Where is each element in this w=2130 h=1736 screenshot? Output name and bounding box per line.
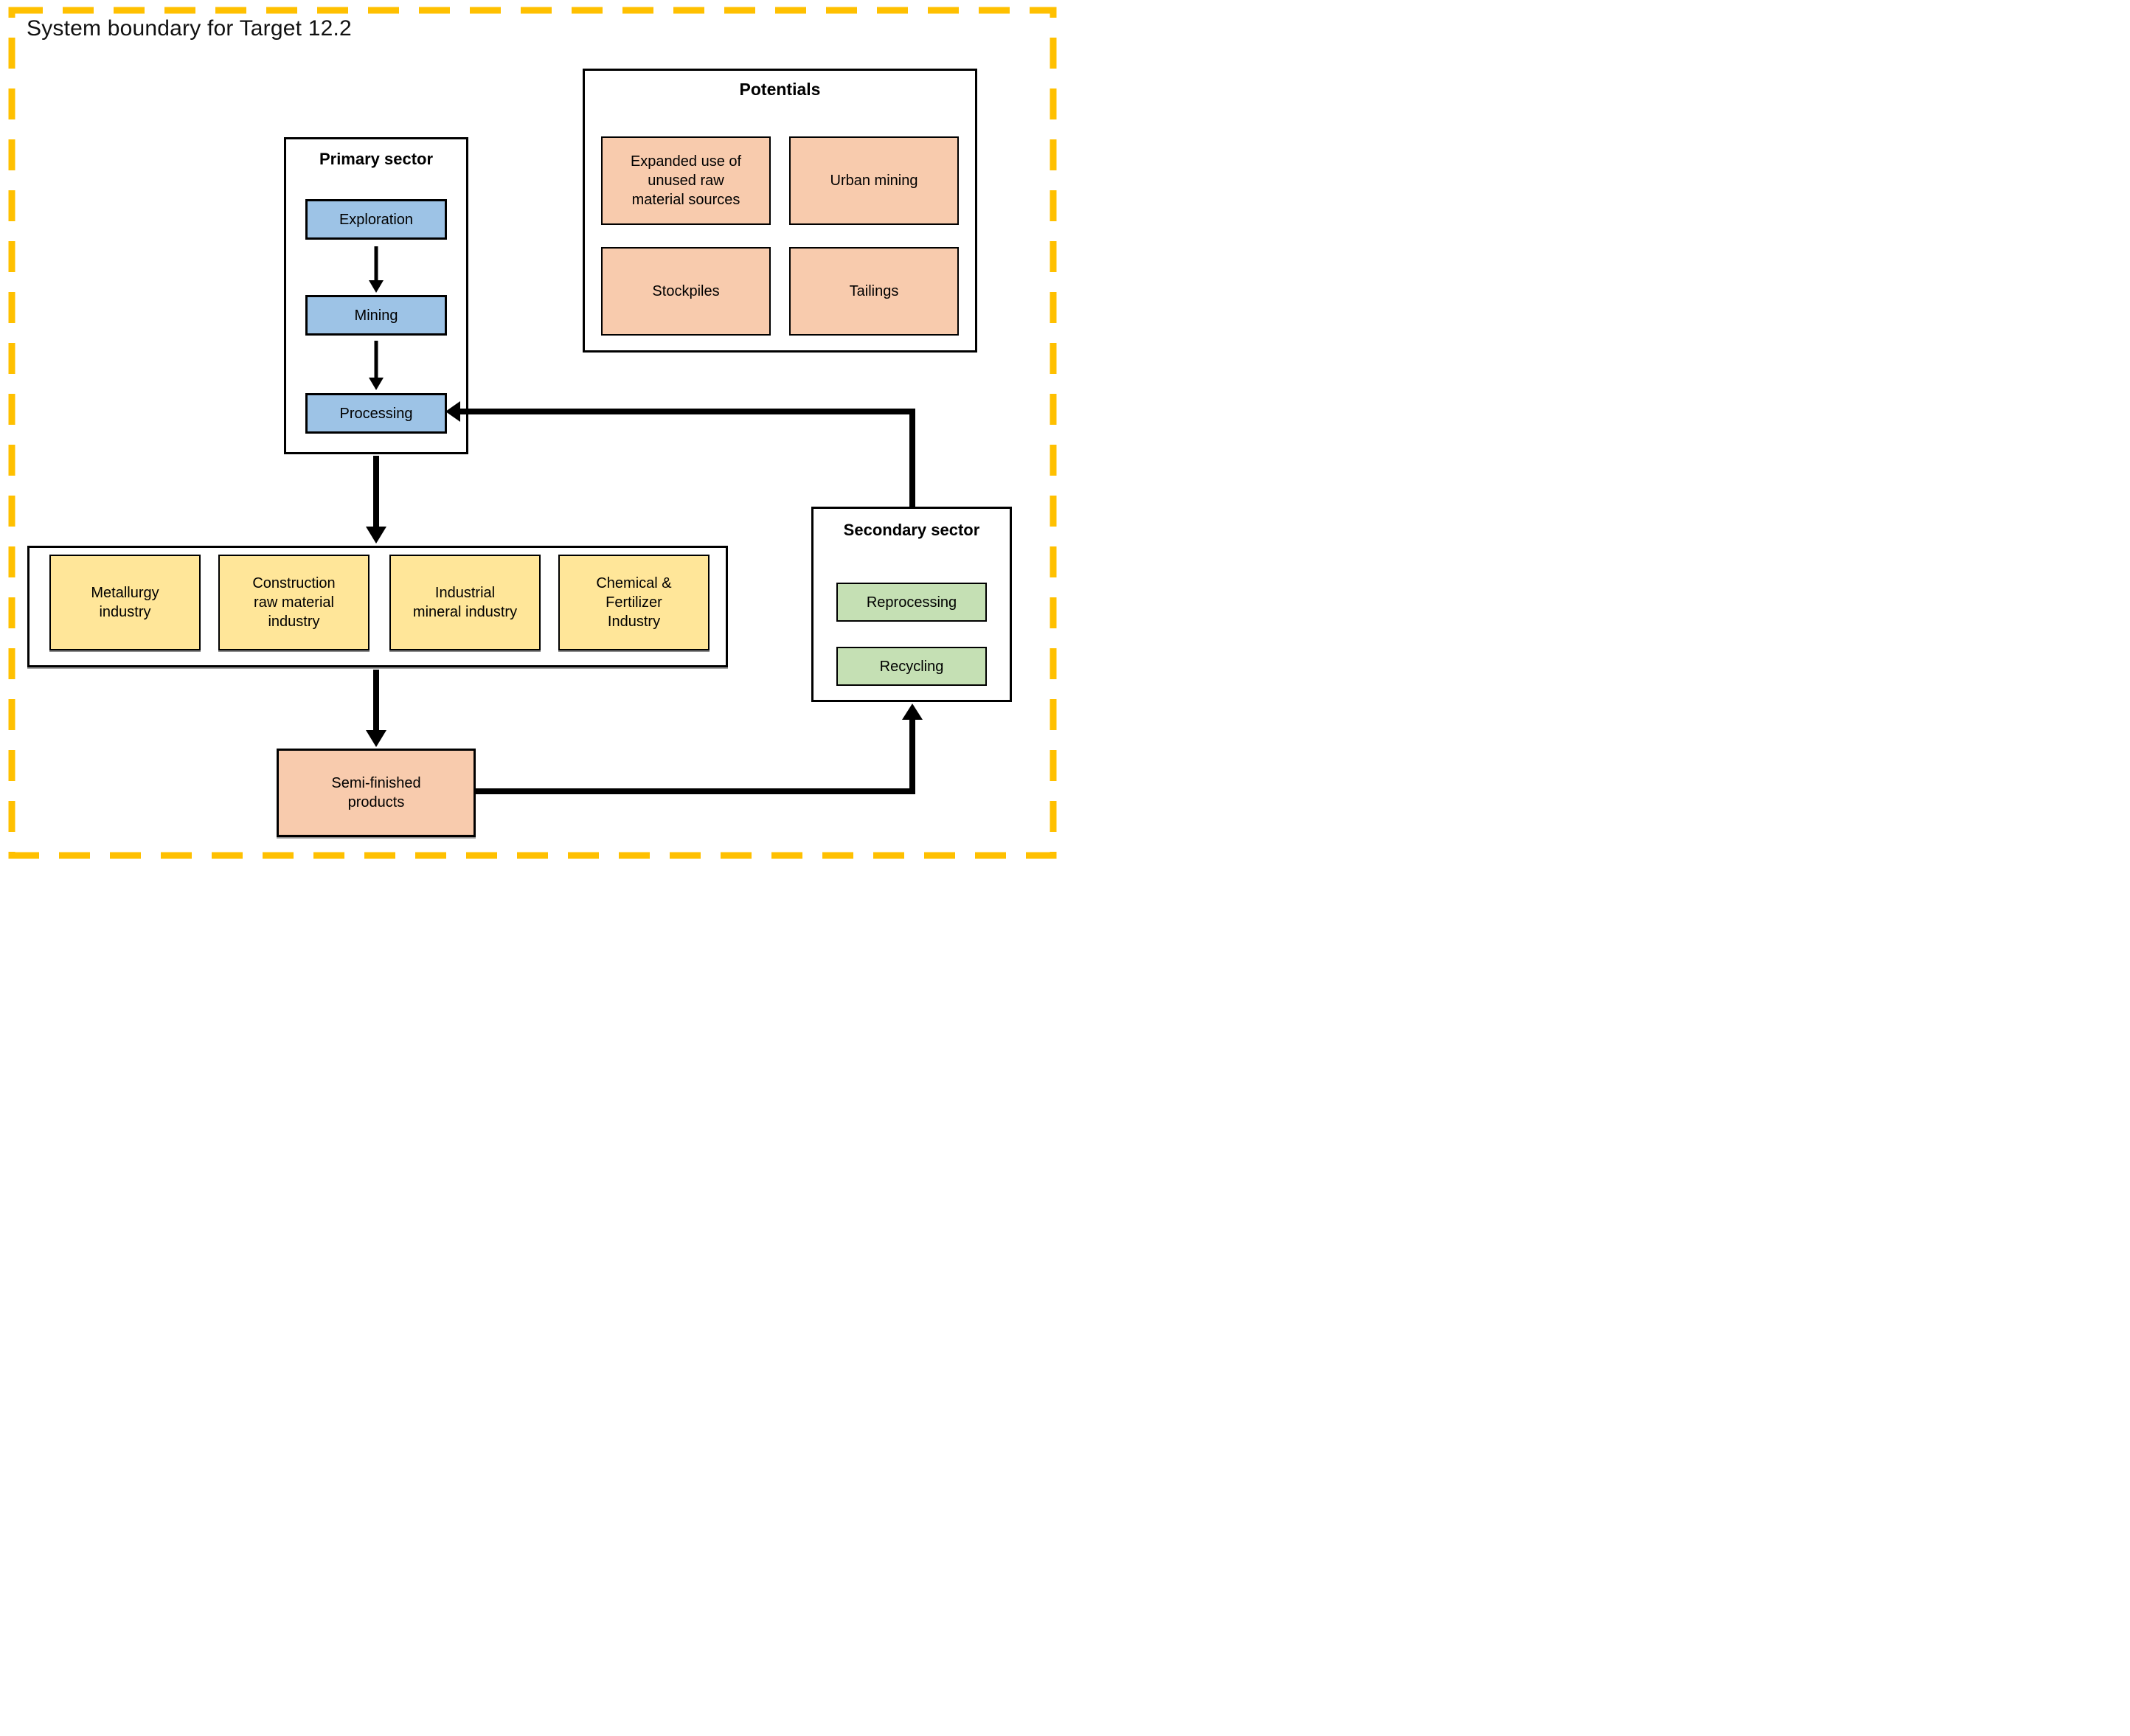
reprocessing-node: Reprocessing <box>836 583 987 622</box>
primary-sector-title: Primary sector <box>319 150 434 168</box>
potential-expanded-use: Expanded use of unused raw material sour… <box>601 136 771 225</box>
diagram-canvas: System boundary for Target 12.2 Primary … <box>0 0 1065 868</box>
arrow-primary-to-industries <box>366 456 386 544</box>
mining-node: Mining <box>305 295 447 336</box>
industry-metallurgy: Metallurgy industry <box>49 555 201 650</box>
exploration-node: Exploration <box>305 199 447 240</box>
potentials-title: Potentials <box>739 80 821 99</box>
arrow-semi-finished-to-secondary <box>476 704 923 794</box>
page-title: System boundary for Target 12.2 <box>27 16 352 41</box>
potential-stockpiles: Stockpiles <box>601 247 771 336</box>
semi-finished-products-box: Semi-finished products <box>277 749 476 837</box>
potential-tailings: Tailings <box>789 247 959 336</box>
processing-node: Processing <box>305 393 447 434</box>
potential-urban-mining: Urban mining <box>789 136 959 225</box>
industry-chemical-fertilizer: Chemical & Fertilizer Industry <box>558 555 710 650</box>
arrow-industries-to-semi-finished <box>366 670 386 747</box>
secondary-sector-title: Secondary sector <box>843 521 980 539</box>
arrow-secondary-to-processing <box>445 401 915 507</box>
industry-industrial-mineral: Industrial mineral industry <box>389 555 541 650</box>
recycling-node: Recycling <box>836 647 987 686</box>
industry-construction-raw-material: Construction raw material industry <box>218 555 370 650</box>
